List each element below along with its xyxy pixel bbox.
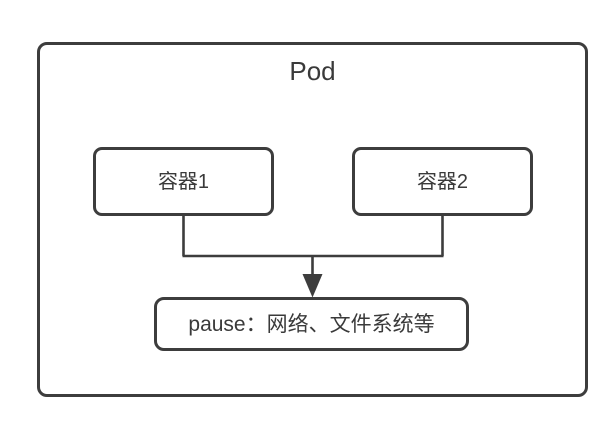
container1-label: 容器1 <box>157 170 210 193</box>
pod-group-box <box>37 42 588 397</box>
pause-label: pause：网络、文件系统等 <box>188 312 435 336</box>
container2-node: 容器2 <box>352 147 533 216</box>
container2-label: 容器2 <box>416 170 469 193</box>
pod-group-title: Pod <box>289 56 336 86</box>
container1-node: 容器1 <box>93 147 274 216</box>
pause-node: pause：网络、文件系统等 <box>154 297 469 351</box>
